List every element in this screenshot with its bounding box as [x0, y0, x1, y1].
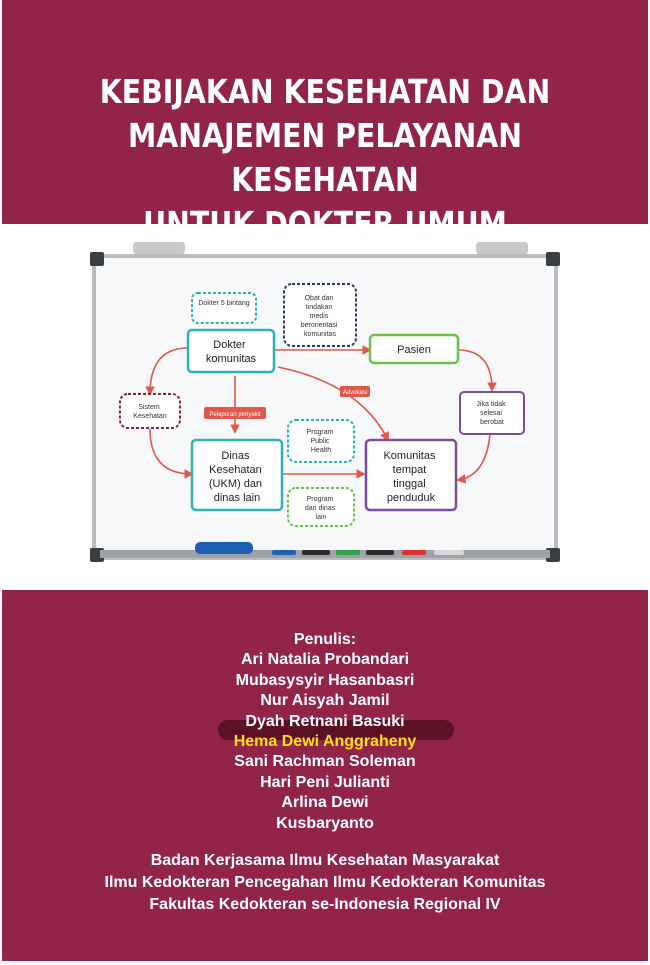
board-clip-right	[476, 242, 528, 254]
eraser	[195, 542, 253, 554]
obat-line-3: medis	[310, 313, 329, 320]
jika-line-2: selesai	[480, 410, 502, 417]
dinas-line-2: Kesehatan	[209, 464, 262, 476]
node-dinas-kesehatan-text: Dinas Kesehatan (UKM) dan dinas lain	[209, 450, 265, 504]
marker-white	[434, 550, 464, 555]
komunitas-line-4: penduduk	[387, 492, 436, 504]
node-komunitas-text: Komunitas tempat tinggal penduduk	[383, 450, 438, 504]
sistem-line-1: Sistem	[138, 404, 160, 411]
book-title: KEBIJAKAN KESEHATAN DAN MANAJEMEN PELAYA…	[47, 70, 603, 246]
jika-line-3: berobat	[480, 419, 504, 426]
marker-blue	[272, 550, 296, 555]
node-dokter-komunitas-text: Dokter komunitas	[206, 339, 257, 365]
author-name-highlighted: Hema Dewi Anggraheny	[233, 733, 417, 751]
publisher-line-3: Fakultas Kedokteran se-Indonesia Regiona…	[149, 896, 501, 913]
board-corner	[90, 252, 104, 266]
publisher-block: Badan Kerjasama Ilmu Kesehatan Masyaraka…	[2, 850, 648, 916]
node-program-dinas-lain	[287, 487, 355, 527]
tag-pelaporan-penyakit	[204, 407, 266, 419]
board-corner	[546, 252, 560, 266]
publisher-line-2: Ilmu Kedokteran Pencegahan Ilmu Kedokter…	[104, 874, 546, 891]
node-pasien-text: Pasien	[397, 344, 431, 356]
obat-line-2: tindakan	[306, 304, 333, 311]
node-jika-tidak	[459, 391, 525, 435]
tag-advokasi-text: Advokasi	[343, 390, 367, 396]
sistem-line-2: Kesehatan	[133, 413, 167, 420]
publisher-line-1: Badan Kerjasama Ilmu Kesehatan Masyaraka…	[150, 852, 500, 869]
title-line-2: MANAJEMEN PELAYANAN KESEHATAN	[128, 116, 522, 199]
obat-line-5: komunitas	[304, 331, 336, 338]
program-dinas-line-2: dari dinas	[305, 505, 336, 512]
title-band: KEBIJAKAN KESEHATAN DAN MANAJEMEN PELAYA…	[2, 0, 648, 243]
tag-pelaporan-text: Pelaporan penyakit	[209, 412, 261, 418]
node-dokter-komunitas	[186, 328, 276, 374]
whiteboard-svg: Dokter 5 bintang Obat dan tindakan medis…	[90, 242, 560, 562]
node-obat-tindakan-text: Obat dan tindakan medis berorientasi kom…	[301, 295, 340, 338]
authors-label: Penulis:	[293, 631, 357, 648]
author-name: Mubasysyir Hasanbasri	[235, 671, 415, 689]
author-name: Arlina Dewi	[281, 794, 369, 812]
dinas-line-3: (UKM) dan	[209, 478, 262, 490]
node-program-public-health-text: Program Public Health	[307, 429, 336, 454]
author-name: Nur Aisyah Jamil	[260, 692, 390, 710]
komunitas-line-3: tinggal	[393, 478, 425, 490]
author-name: Sani Rachman Soleman	[234, 753, 416, 771]
node-jika-tidak-text: Jika tidak selesai berobat	[476, 401, 507, 426]
authors-band: Penulis: Ari Natalia Probandari Mubasysy…	[2, 590, 648, 961]
node-dokter-5-bintang-text: Dokter 5 bintang	[198, 300, 249, 307]
marker-black-2	[366, 550, 394, 555]
node-dokter-5-bintang	[191, 292, 257, 324]
marker-red	[402, 550, 426, 555]
authors-block: Penulis: Ari Natalia Probandari Mubasysy…	[2, 630, 648, 834]
program-ph-line-3: Health	[311, 447, 331, 454]
marker-black	[302, 550, 330, 555]
author-name: Hari Peni Julianti	[260, 773, 390, 791]
komunitas-line-2: tempat	[393, 464, 427, 476]
dinas-line-4: dinas lain	[214, 492, 260, 504]
author-highlight	[218, 720, 454, 740]
program-ph-line-2: Public	[310, 438, 330, 445]
author-name: Ari Natalia Probandari	[240, 651, 410, 669]
program-ph-line-1: Program	[307, 429, 334, 436]
whiteboard-illustration: Dokter 5 bintang Obat dan tindakan medis…	[0, 224, 650, 590]
dinas-line-1: Dinas	[221, 450, 250, 462]
node-sistem-kesehatan	[119, 393, 181, 429]
author-name: Dyah Retnani Basuki	[245, 712, 405, 730]
dokter-komunitas-line-2: komunitas	[206, 353, 257, 365]
node-program-dinas-lain-text: Program dari dinas lain	[305, 496, 337, 521]
jika-line-1: Jika tidak	[476, 401, 506, 408]
tag-advokasi	[340, 386, 370, 397]
obat-line-1: Obat dan	[305, 295, 334, 302]
dokter-komunitas-line-1: Dokter	[213, 339, 246, 351]
komunitas-line-1: Komunitas	[383, 450, 435, 462]
node-komunitas	[364, 438, 458, 512]
obat-line-4: berorientasi	[301, 322, 338, 329]
program-dinas-line-3: lain	[316, 514, 327, 521]
board-clip-left	[133, 242, 185, 254]
dokter5-line: Dokter 5 bintang	[198, 300, 249, 307]
node-dinas-kesehatan	[190, 438, 284, 512]
title-line-1: KEBIJAKAN KESEHATAN DAN	[99, 72, 551, 111]
author-name: Kusbaryanto	[276, 814, 374, 832]
node-pasien	[368, 333, 460, 365]
node-sistem-kesehatan-text: Sistem Kesehatan	[133, 404, 167, 420]
program-dinas-line-1: Program	[307, 496, 334, 503]
marker-green	[336, 550, 360, 555]
node-obat-tindakan	[283, 283, 357, 347]
node-program-public-health	[287, 419, 355, 463]
